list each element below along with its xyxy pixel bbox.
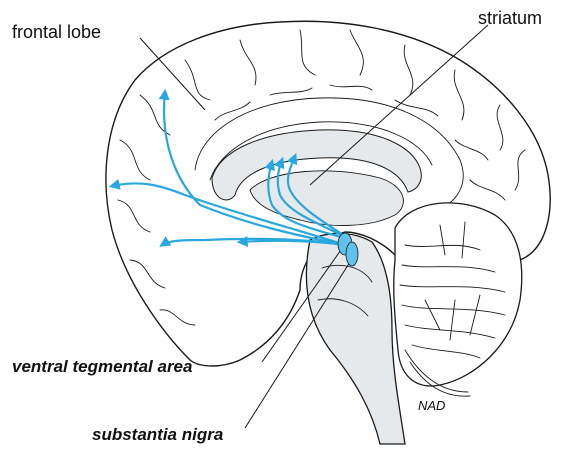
substantia-nigra-nucleus [346,242,358,266]
striatum-region [250,171,403,226]
artist-signature: NAD [418,398,445,413]
frontal-lobe-pointer [140,38,205,110]
label-striatum: striatum [478,8,542,28]
cerebellum [394,203,522,386]
brainstem [306,233,405,444]
label-substantia-nigra: substantia nigra [92,425,223,444]
label-ventral-tegmental-area: ventral tegmental area [12,357,192,376]
label-frontal-lobe: frontal lobe [12,22,101,42]
